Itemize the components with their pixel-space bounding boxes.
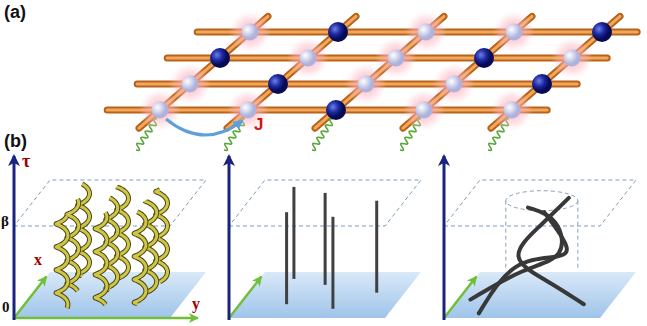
lattice-rod-highlight — [315, 16, 444, 128]
cylinder-side — [505, 201, 506, 270]
worldline-outline — [134, 212, 146, 304]
static-worldline — [375, 201, 378, 293]
empty-site — [152, 102, 169, 119]
base-plane — [14, 272, 206, 318]
static-worldline — [324, 193, 327, 285]
time-axis — [228, 156, 231, 320]
static-worldline — [292, 187, 295, 279]
worldline-panel — [229, 156, 421, 320]
site-glow — [551, 37, 593, 79]
top-plane — [444, 180, 636, 226]
axis-tick-label: 0 — [2, 300, 10, 315]
empty-site — [300, 50, 317, 67]
worldline-outline — [56, 216, 68, 308]
lattice-rod-highlight — [491, 16, 620, 128]
x-axis — [229, 277, 261, 318]
site-glow — [229, 11, 271, 53]
lattice-rod-highlight — [139, 16, 268, 128]
worldline — [56, 216, 68, 308]
site-glow — [287, 37, 329, 79]
lattice-figure — [107, 11, 637, 150]
lattice-rod — [315, 16, 444, 128]
empty-site — [242, 24, 259, 41]
time-axis — [443, 156, 446, 320]
occupied-site — [210, 48, 230, 68]
worldline-outline — [95, 213, 107, 305]
worldline-panel — [14, 156, 206, 320]
worldline — [134, 212, 146, 304]
empty-site — [564, 50, 581, 67]
cylinder-side — [577, 201, 578, 270]
empty-site — [182, 76, 199, 93]
worldline — [95, 213, 107, 305]
lattice-rod-highlight — [403, 16, 532, 128]
axis-tick-label: β — [1, 214, 9, 229]
axis-label: y — [192, 296, 200, 312]
occupied-site — [268, 74, 288, 94]
empty-site — [358, 76, 375, 93]
empty-site — [240, 102, 257, 119]
site-glow — [493, 11, 535, 53]
x-axis — [14, 277, 46, 318]
lattice-rod — [139, 16, 268, 128]
tangled-worldline — [470, 208, 562, 300]
empty-site — [506, 24, 523, 41]
tangled-worldline — [518, 198, 583, 304]
empty-site — [418, 24, 435, 41]
hopping-arrow — [166, 119, 242, 135]
empty-site — [388, 50, 405, 67]
empty-site — [416, 102, 433, 119]
static-worldline — [285, 212, 288, 304]
lattice-rod — [403, 16, 532, 128]
site-glow — [491, 89, 533, 131]
axis-label: x — [34, 252, 42, 268]
site-glow — [345, 63, 387, 105]
lattice-rod — [491, 16, 620, 128]
occupied-site — [474, 48, 494, 68]
lattice-rod-highlight — [227, 16, 356, 128]
spring — [312, 119, 333, 151]
worldline-panel — [444, 156, 636, 320]
empty-site — [504, 102, 521, 119]
site-glow — [403, 89, 445, 131]
panel-label: (b) — [4, 132, 27, 150]
occupied-site — [592, 22, 612, 42]
y-axis — [14, 317, 198, 320]
lattice-rod — [227, 16, 356, 128]
coupling-label: J — [254, 116, 263, 133]
occupied-site — [328, 22, 348, 42]
axis-label: τ — [22, 152, 30, 170]
occupied-site — [326, 100, 346, 120]
occupied-site — [532, 74, 552, 94]
panel-label: (a) — [4, 3, 26, 21]
time-axis — [13, 156, 16, 320]
x-axis — [444, 277, 476, 318]
static-worldline — [331, 217, 334, 309]
empty-site — [446, 76, 463, 93]
